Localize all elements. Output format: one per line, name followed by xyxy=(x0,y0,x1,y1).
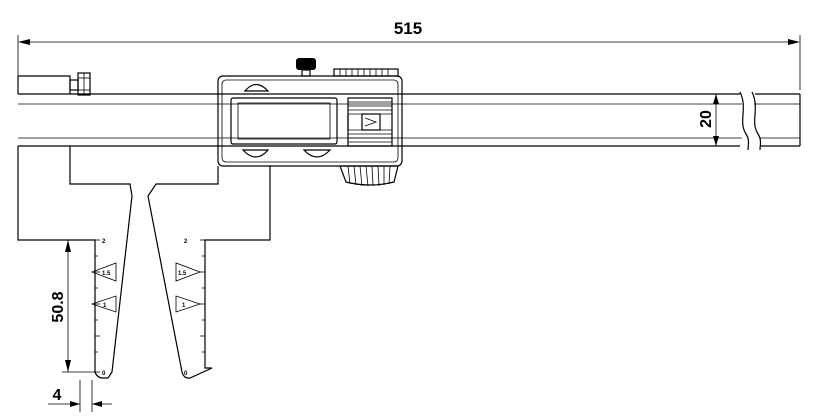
fixed-jaw: 2 1.5 1 0 xyxy=(17,146,133,379)
fixed-jaw-scale-1-5: 1.5 xyxy=(102,271,111,277)
digital-display-unit xyxy=(217,68,403,187)
tip-width-dimension: 4 xyxy=(48,380,112,412)
thumb-screw xyxy=(296,58,316,77)
overall-length-dimension: 515 xyxy=(17,19,801,90)
beam-height-label: 20 xyxy=(698,110,715,128)
locking-screw xyxy=(69,72,91,96)
main-beam xyxy=(17,75,801,151)
lcd-screen xyxy=(230,97,338,145)
fixed-jaw-scale-1: 1 xyxy=(103,303,107,309)
tip-width-label: 4 xyxy=(53,387,62,404)
sliding-jaw-scale-1: 1 xyxy=(182,303,186,309)
sliding-jaw-scale-2: 2 xyxy=(184,239,188,245)
fixed-jaw-scale-2: 2 xyxy=(102,239,106,245)
sliding-jaw-scale-0: 0 xyxy=(184,371,188,377)
fixed-jaw-scale-0: 0 xyxy=(102,371,106,377)
jaw-depth-label: 50.8 xyxy=(50,291,67,322)
sliding-jaw: 2 1.5 1 0 xyxy=(147,166,271,379)
sliding-jaw-scale-1-5: 1.5 xyxy=(178,271,187,277)
overall-length-label: 515 xyxy=(394,19,422,38)
beam-height-dimension: 20 xyxy=(698,94,719,146)
jaw-depth-dimension: 50.8 xyxy=(50,239,95,373)
